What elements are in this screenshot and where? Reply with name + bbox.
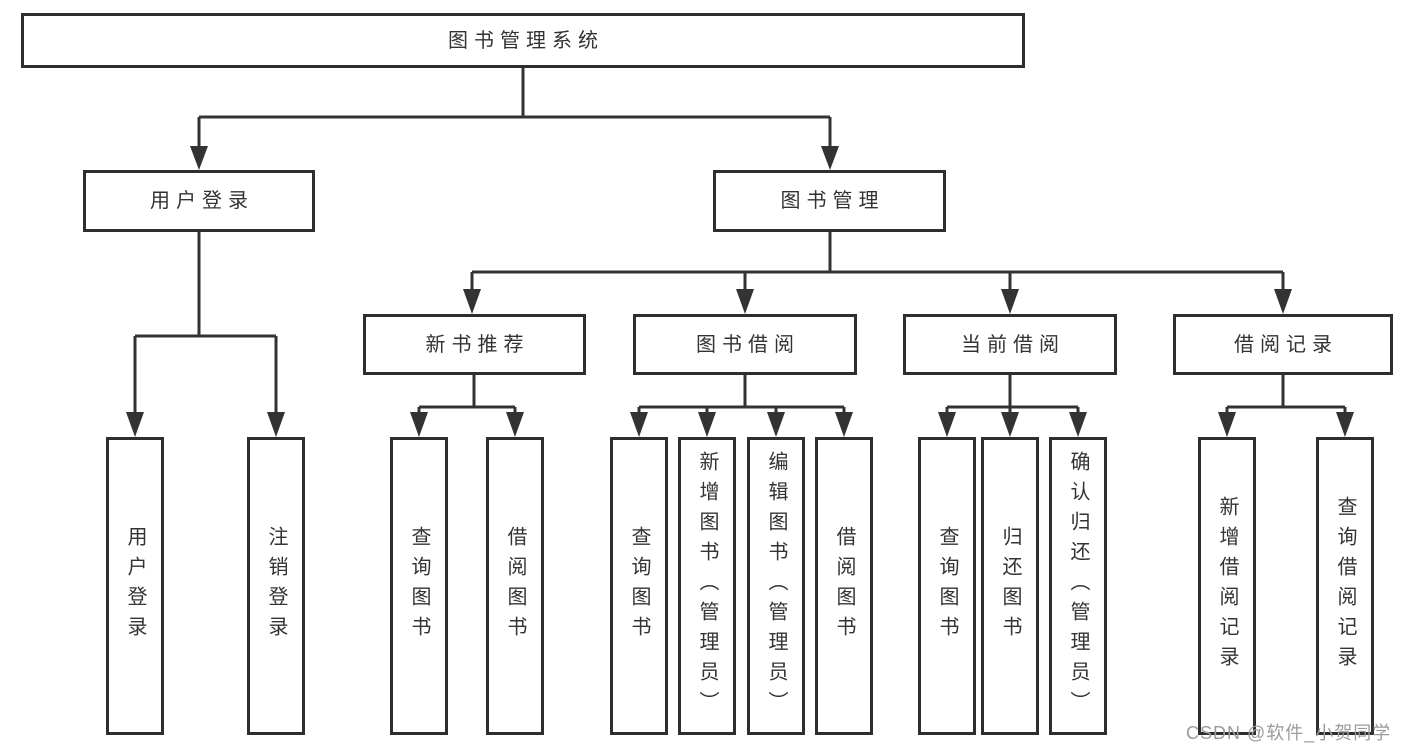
arrowhead (190, 146, 208, 170)
leaf-label: 注销登录 (265, 526, 287, 646)
leaf-borrow-books-recommend: 借阅图书 (486, 437, 544, 735)
node-current-borrowing: 当前借阅 (903, 314, 1117, 375)
edge-book-borrowing-to-children (630, 375, 853, 437)
node-new-book-recommend: 新书推荐 (363, 314, 586, 375)
edge-borrow-records-to-children (1218, 375, 1354, 437)
leaf-add-borrow-record: 新增借阅记录 (1198, 437, 1256, 735)
node-user-login: 用户登录 (83, 170, 315, 232)
leaf-logout: 注销登录 (247, 437, 305, 735)
arrowhead (463, 289, 481, 314)
edge-current-borrowing-to-children (938, 375, 1087, 437)
tree-line (1225, 375, 1347, 416)
node-library-management-system: 图书管理系统 (21, 13, 1025, 68)
leaf-label: 确认归还（管理员） (1067, 451, 1089, 721)
leaf-confirm-return-admin: 确认归还（管理员） (1049, 437, 1107, 735)
leaf-label: 新增借阅记录 (1216, 496, 1238, 676)
arrowhead (1001, 412, 1019, 437)
tree-line (133, 232, 278, 416)
leaf-return-books: 归还图书 (981, 437, 1039, 735)
watermark: CSDN @软件_小贺同学 (1186, 723, 1392, 743)
node-label: 图书管理系统 (448, 29, 604, 52)
arrowhead (1218, 412, 1236, 437)
arrowhead (938, 412, 956, 437)
arrowhead (835, 412, 853, 437)
leaf-label: 编辑图书（管理员） (765, 451, 787, 721)
arrowhead (630, 412, 648, 437)
node-borrow-records: 借阅记录 (1173, 314, 1393, 375)
node-book-management: 图书管理 (713, 170, 946, 232)
arrowhead (126, 412, 144, 437)
node-label: 用户登录 (150, 190, 254, 212)
arrowhead (1069, 412, 1087, 437)
tree-line (417, 375, 517, 416)
node-label: 新书推荐 (425, 333, 530, 356)
arrowhead (1274, 289, 1292, 314)
leaf-query-books-current: 查询图书 (918, 437, 976, 735)
leaf-label: 借阅图书 (833, 526, 855, 646)
edge-book-management-to-level3 (463, 232, 1292, 314)
leaf-label: 归还图书 (999, 526, 1021, 646)
leaf-edit-books-admin: 编辑图书（管理员） (747, 437, 805, 735)
leaf-label: 新增图书（管理员） (696, 451, 718, 721)
edge-root-to-level2 (190, 68, 839, 170)
edge-new-book-recommend-to-children (410, 375, 524, 437)
leaf-borrow-books-borrowing: 借阅图书 (815, 437, 873, 735)
leaf-label: 查询图书 (628, 526, 650, 646)
tree-line (470, 232, 1285, 293)
node-book-borrowing: 图书借阅 (633, 314, 857, 375)
node-label: 图书借阅 (696, 333, 800, 356)
tree-line (945, 375, 1080, 416)
arrowhead (1336, 412, 1354, 437)
leaf-query-borrow-record: 查询借阅记录 (1316, 437, 1374, 735)
arrowhead (267, 412, 285, 437)
arrowhead (698, 412, 716, 437)
edge-user-login-to-children (126, 232, 285, 437)
tree-line (637, 375, 846, 416)
arrowhead (506, 412, 524, 437)
leaf-label: 查询图书 (936, 526, 958, 646)
arrowhead (767, 412, 785, 437)
leaf-user-login: 用户登录 (106, 437, 164, 735)
leaf-label: 借阅图书 (504, 526, 526, 646)
leaf-add-books-admin: 新增图书（管理员） (678, 437, 736, 735)
leaf-label: 查询图书 (408, 526, 430, 646)
arrowhead (1001, 289, 1019, 314)
arrowhead (821, 146, 839, 170)
leaf-label: 查询借阅记录 (1334, 496, 1356, 676)
arrowhead (410, 412, 428, 437)
node-label: 借阅记录 (1234, 333, 1338, 356)
leaf-query-books-borrowing: 查询图书 (610, 437, 668, 735)
arrowhead (736, 289, 754, 314)
node-label: 图书管理 (780, 190, 885, 212)
leaf-query-books-recommend: 查询图书 (390, 437, 448, 735)
leaf-label: 用户登录 (124, 526, 146, 646)
node-label: 当前借阅 (961, 333, 1065, 356)
tree-line (197, 68, 832, 150)
